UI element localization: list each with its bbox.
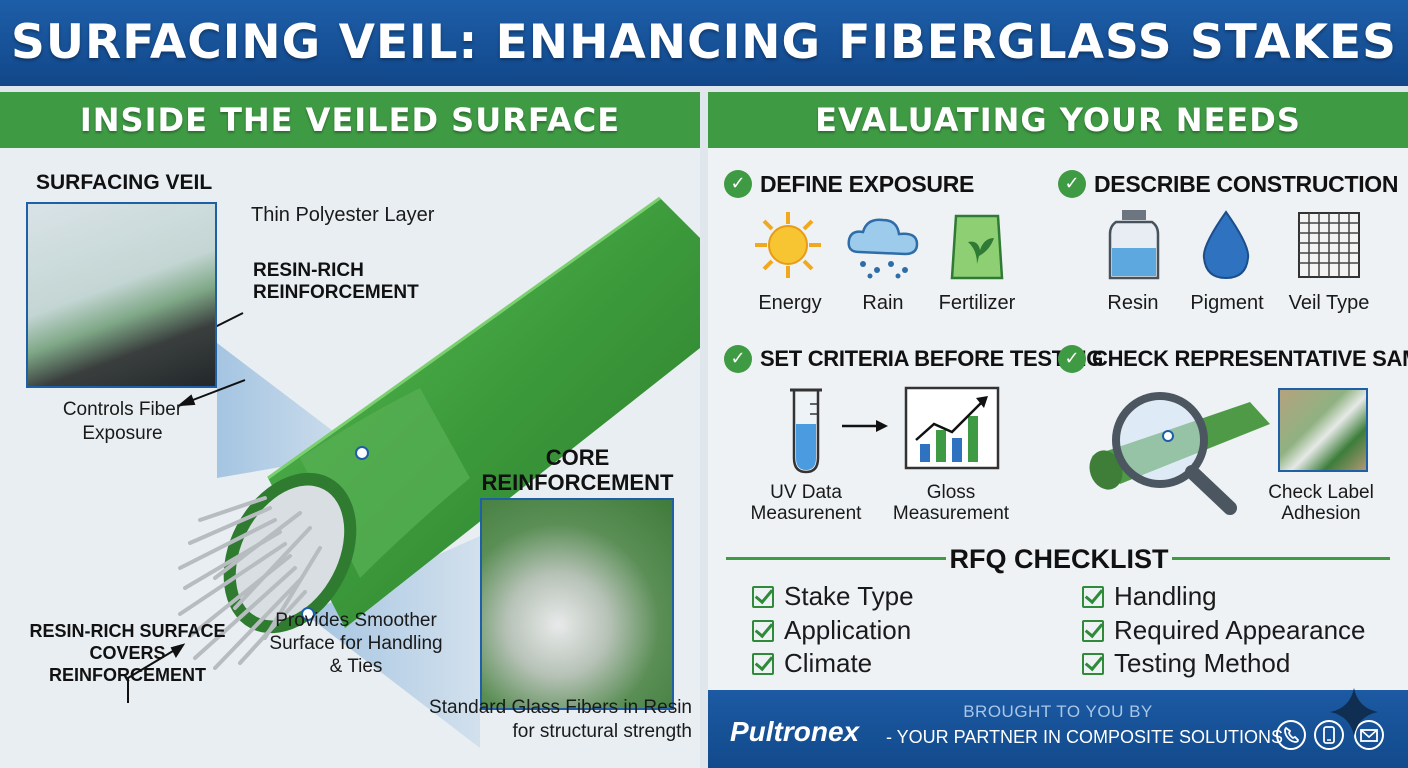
set-criteria-title: SET CRITERIA BEFORE TESTING	[760, 346, 1104, 371]
exposure-energy-label: Energy	[758, 292, 822, 314]
label-line-2: Adhesion	[1281, 503, 1361, 524]
resin-bottle-icon	[1108, 210, 1160, 280]
uv-line-1: UV Data	[770, 482, 842, 503]
surface-line-1: RESIN-RICH SURFACE	[29, 621, 226, 641]
rod-illustration	[127, 196, 700, 748]
check-circle-icon: ✓	[724, 345, 752, 373]
sparkle-icon	[1330, 688, 1378, 736]
check-label-text: Check Label Adhesion	[1256, 482, 1386, 524]
check-circle-icon: ✓	[724, 170, 752, 198]
exposure-rain-label: Rain	[862, 292, 904, 314]
fertilizer-bag-icon	[950, 214, 1004, 280]
divider	[1172, 557, 1390, 560]
label-line-1: Check Label	[1268, 482, 1374, 503]
uv-data-label: UV Data Measurenent	[746, 482, 866, 524]
rain-cloud-icon	[847, 218, 919, 279]
standard-line-2: for structural strength	[512, 721, 692, 742]
rfq-item-application: Application	[784, 615, 912, 645]
test-tube-icon	[790, 388, 822, 474]
standard-fibers-label: Standard Glass Fibers in Resin for struc…	[376, 696, 692, 744]
phone-icon[interactable]	[1276, 720, 1306, 750]
glass-fibers	[178, 496, 322, 670]
controls-line-2: Exposure	[82, 423, 163, 444]
surfacing-veil-label: SURFACING VEIL	[36, 171, 213, 194]
core-line-2: REINFORCEMENT	[481, 470, 674, 495]
brand-tagline: - YOUR PARTNER IN COMPOSITE SOLUTIONS	[886, 727, 1284, 747]
magnifier-sample-icon	[1089, 392, 1270, 515]
left-panel-header: INSIDE THE VEILED SURFACE	[0, 92, 700, 148]
rfq-item-handling: Handling	[1114, 581, 1217, 611]
uv-line-2: Measurenent	[750, 503, 862, 524]
construction-resin-label: Resin	[1107, 292, 1159, 314]
define-exposure-title: DEFINE EXPOSURE	[760, 171, 975, 197]
checkbox-checked-icon	[752, 586, 774, 608]
footer-banner: BROUGHT TO YOU BY Pultronex - YOUR PARTN…	[708, 690, 1408, 768]
gloss-line-1: Gloss	[926, 482, 976, 503]
surface-line-2: COVERS REINFORCEMENT	[49, 643, 206, 685]
core-reinforcement-label: CORE REINFORCEMENT	[470, 445, 685, 495]
checkbox-checked-icon	[1082, 653, 1104, 675]
email-icon[interactable]	[1354, 720, 1384, 750]
page-title: SURFACING VEIL: ENHANCING FIBERGLASS STA…	[0, 0, 1408, 86]
veil-type-mesh-icon	[1298, 212, 1360, 278]
checkbox-checked-icon	[752, 653, 774, 675]
gloss-label: Gloss Measurement	[886, 482, 1016, 524]
checkbox-checked-icon	[1082, 620, 1104, 642]
rfq-item-climate: Climate	[784, 648, 873, 678]
checkbox-checked-icon	[752, 620, 774, 642]
resin-rich-reinforcement-label: RESIN-RICH REINFORCEMENT	[253, 260, 419, 304]
rfq-checklist-title: RFQ CHECKLIST	[949, 544, 1169, 574]
rfq-item-required-appearance: Required Appearance	[1114, 615, 1366, 645]
check-circle-icon: ✓	[1058, 170, 1086, 198]
exposure-fertilizer-label: Fertilizer	[938, 292, 1016, 314]
label-photo	[1278, 388, 1368, 472]
smoother-line-3: & Ties	[329, 656, 383, 677]
core-callout-beam	[305, 536, 480, 748]
rfq-item-testing-method: Testing Method	[1114, 648, 1291, 678]
right-panel-header: EVALUATING YOUR NEEDS	[708, 92, 1408, 148]
divider	[726, 557, 946, 560]
bar-chart-icon	[904, 386, 1000, 470]
left-panel: INSIDE THE VEILED SURFACE	[0, 92, 700, 768]
describe-construction-title: DESCRIBE CONSTRUCTION	[1094, 171, 1399, 197]
surfacing-veil-photo	[26, 202, 217, 388]
smoother-line-1: Provides Smoother	[275, 610, 437, 631]
rod-core	[235, 485, 345, 621]
resin-rich-surface-label: RESIN-RICH SURFACE COVERS REINFORCEMENT	[20, 620, 235, 686]
controls-line-1: Controls Fiber	[62, 399, 183, 420]
gloss-line-2: Measurement	[892, 503, 1010, 524]
construction-pigment-label: Pigment	[1190, 292, 1264, 314]
brought-to-you-label: BROUGHT TO YOU BY	[963, 702, 1153, 721]
mobile-icon[interactable]	[1314, 720, 1344, 750]
brand-logo: Pultronex	[730, 716, 860, 747]
checkbox-checked-icon	[1082, 586, 1104, 608]
standard-line-1: Standard Glass Fibers in Resin	[429, 697, 692, 718]
rfq-item-stake-type: Stake Type	[784, 581, 914, 611]
resin-rich-line-1: RESIN-RICH	[253, 260, 364, 281]
check-circle-icon: ✓	[1058, 345, 1086, 373]
thin-layer-label: Thin Polyester Layer	[251, 204, 435, 226]
controls-fiber-label: Controls Fiber Exposure	[20, 398, 225, 446]
smoother-line-2: Surface for Handling	[269, 633, 443, 654]
smoother-surface-label: Provides Smoother Surface for Handling &…	[246, 609, 466, 678]
arrow-right-icon	[842, 420, 888, 432]
construction-veil-type-label: Veil Type	[1288, 292, 1370, 314]
core-line-1: CORE	[545, 445, 610, 470]
pigment-drop-icon	[1202, 210, 1250, 280]
resin-rich-line-2: REINFORCEMENT	[253, 282, 419, 303]
sun-icon	[755, 212, 821, 278]
check-sample-title: CHECK REPRESENTATIVE SAMPLE	[1092, 346, 1408, 371]
core-reinforcement-photo	[480, 498, 674, 710]
right-panel: EVALUATING YOUR NEEDS ✓ DEFINE EXPOSURE …	[708, 92, 1408, 768]
